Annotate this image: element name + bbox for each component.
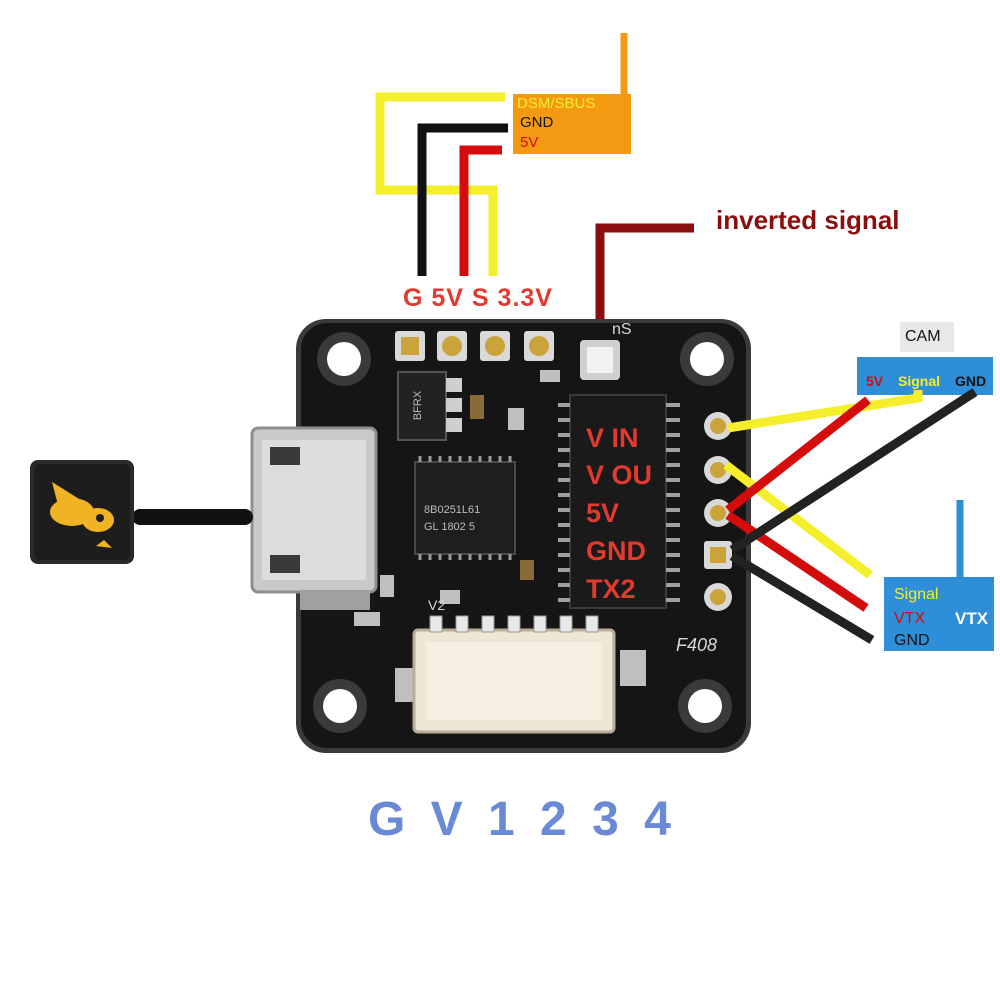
camera-title: CAM — [905, 328, 941, 345]
vtx-cam-pads — [704, 412, 732, 611]
rx-pads-label: G 5V S 3.3V — [403, 284, 553, 312]
mcu-chip — [414, 461, 516, 555]
camera-pin-5v: 5V — [866, 373, 884, 389]
configurator-app-icon — [30, 460, 134, 564]
pad-label-tx2: TX2 — [586, 574, 636, 604]
wire-vtx-power — [725, 511, 869, 612]
wire-vtx-signal — [723, 461, 873, 579]
wire-vtx-gnd — [729, 552, 875, 644]
flight-controller-board — [250, 319, 751, 753]
vtx-box — [884, 577, 994, 651]
receiver-label-signal: DSM/SBUS — [517, 95, 596, 112]
vtx-pin-gnd: GND — [894, 632, 930, 649]
vtx-pin-vtx: VTX — [894, 610, 926, 627]
wire-cam-5v — [725, 396, 871, 514]
silk-chip1: BFRX — [412, 390, 425, 421]
wire-rx-gnd — [417, 123, 508, 276]
osd-chip — [569, 394, 667, 609]
vtx-title: VTX — [955, 609, 989, 628]
pad-label-gnd: GND — [586, 536, 646, 566]
mounting-hole — [317, 332, 371, 386]
bottom-pinout-label: G V 1 2 3 4 — [368, 793, 677, 846]
silk-chip3: GL 1802 5 — [424, 521, 475, 533]
pad-label-vin: V IN — [586, 423, 639, 453]
wire-cam-signal — [727, 390, 923, 433]
mounting-hole — [680, 332, 734, 386]
receiver-label-gnd: GND — [520, 114, 554, 131]
inverted-signal-label: inverted signal — [716, 205, 900, 235]
silk-ns: nS — [612, 321, 632, 338]
wire-inverted-signal — [595, 223, 694, 338]
receiver-label-5v: 5V — [520, 134, 539, 151]
vtx-pin-signal: Signal — [894, 586, 939, 603]
silk-chip2: 8B0251L61 — [424, 504, 481, 516]
pad-label-vout: V OU — [586, 460, 653, 490]
camera-box — [857, 357, 993, 395]
camera-body — [900, 322, 954, 352]
camera-pin-gnd: GND — [955, 373, 987, 389]
mounting-hole — [678, 679, 732, 733]
wire-cam-gnd — [729, 388, 978, 554]
camera-pin-signal: Signal — [898, 373, 941, 389]
pad-label-5v: 5V — [586, 498, 620, 528]
receiver-box — [513, 94, 631, 154]
wire-rx-signal — [375, 92, 505, 276]
silk-model: F408 — [676, 635, 718, 655]
silk-version: V2 — [428, 597, 446, 613]
mounting-hole — [313, 679, 367, 733]
rx-solder-pads — [395, 331, 554, 361]
wire-rx-5v — [459, 145, 502, 276]
